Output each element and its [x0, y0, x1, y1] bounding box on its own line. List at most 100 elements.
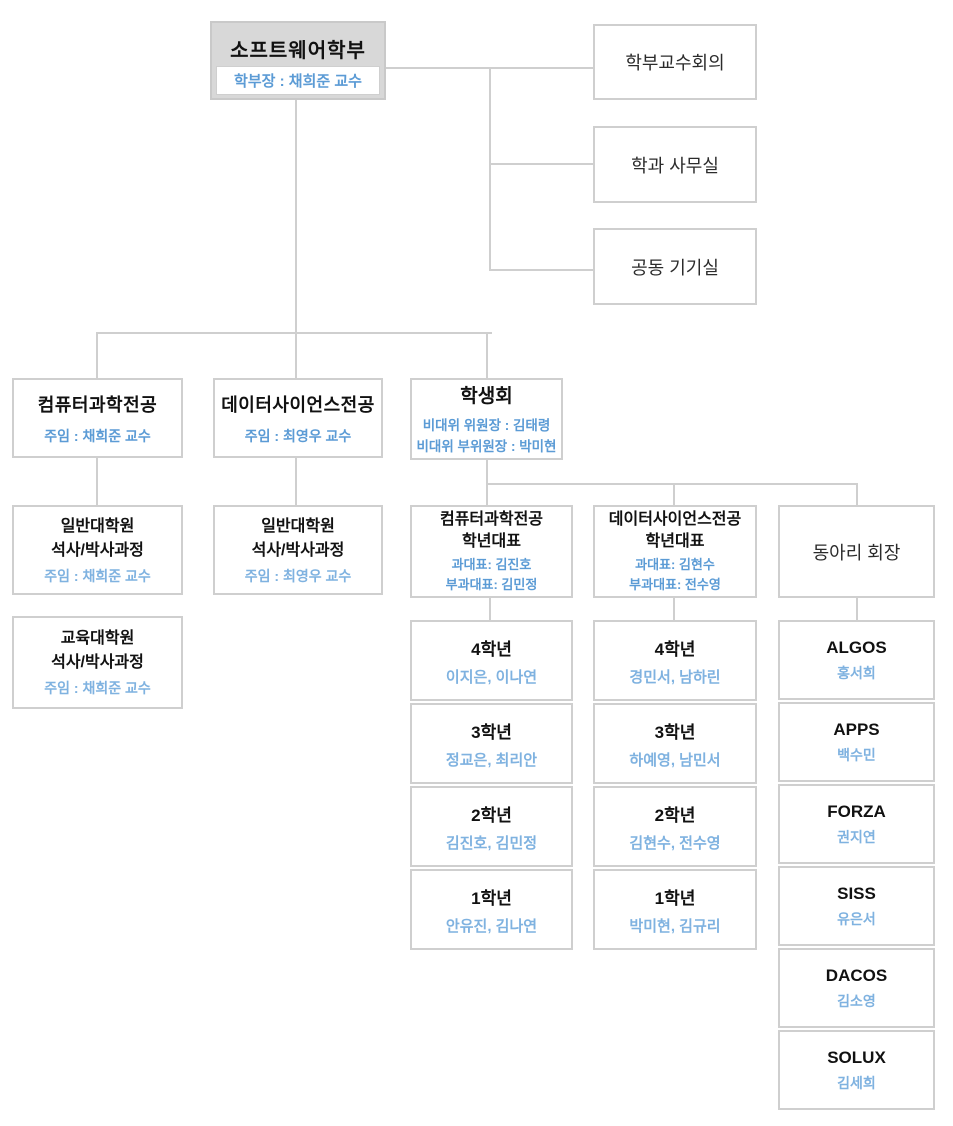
node-root-subtitle: 학부장 : 채희준 교수 — [234, 73, 362, 90]
node-club-forza-president: 권지연 — [837, 828, 876, 845]
node-rep-cs-line1: 컴퓨터과학전공 — [439, 510, 544, 528]
connector-major1-down — [96, 458, 98, 505]
node-club-algos: ALGOS 홍서희 — [778, 620, 935, 700]
node-student-council-title: 학생회 — [460, 386, 513, 408]
node-cs-grade-3-names: 정교은, 최리안 — [445, 751, 538, 769]
node-rep-computer-science: 컴퓨터과학전공 학년대표 과대표: 김진호 부과대표: 김민정 — [410, 505, 573, 598]
node-shared-equipment-room: 공동 기기실 — [593, 228, 757, 305]
node-club-solux-name: SOLUX — [827, 1047, 886, 1067]
node-cs-grade-2-names: 김진호, 김민정 — [445, 834, 538, 852]
node-cs-grade-1-title: 1학년 — [471, 888, 512, 908]
connector-root-down — [295, 100, 297, 334]
node-club-forza: FORZA 권지연 — [778, 784, 935, 864]
node-club-apps: APPS 백수민 — [778, 702, 935, 782]
node-student-council: 학생회 비대위 위원장 : 김태령 비대위 부위원장 : 박미현 — [410, 378, 563, 460]
node-club-solux: SOLUX 김세희 — [778, 1030, 935, 1110]
node-club-siss: SISS 유은서 — [778, 866, 935, 946]
node-root-subtitle-strip: 학부장 : 채희준 교수 — [216, 66, 380, 95]
connector-admin-stub-3 — [489, 269, 593, 271]
node-club-siss-president: 유은서 — [837, 910, 876, 927]
node-root: 소프트웨어학부 학부장 : 채희준 교수 — [210, 21, 386, 100]
node-cs-grade-2-title: 2학년 — [471, 805, 512, 825]
connector-rep1-down — [489, 598, 491, 620]
node-grad-general-ds: 일반대학원 석사/박사과정 주임 : 최영우 교수 — [213, 505, 383, 595]
node-rep-ds-sub2: 부과대표: 전수영 — [629, 576, 721, 592]
node-ds-grade-2: 2학년 김현수, 전수영 — [593, 786, 757, 867]
node-ds-grade-2-title: 2학년 — [654, 805, 696, 825]
node-cs-grade-1-names: 안유진, 김나연 — [445, 917, 538, 935]
node-shared-equipment-room-label: 공동 기기실 — [631, 257, 719, 278]
node-cs-grade-4: 4학년 이지은, 이나연 — [410, 620, 573, 701]
connector-main-horizontal — [96, 332, 492, 334]
node-major-data-science: 데이터사이언스전공 주임 : 최영우 교수 — [213, 378, 383, 458]
node-rep-cs-sub1: 과대표: 김진호 — [451, 557, 532, 573]
node-club-dacos: DACOS 김소영 — [778, 948, 935, 1028]
node-ds-grade-1-title: 1학년 — [654, 888, 696, 908]
node-grad-general-cs-line1: 일반대학원 — [60, 517, 135, 535]
node-ds-grade-4: 4학년 경민서, 남하린 — [593, 620, 757, 701]
node-grad-general-cs-line2: 석사/박사과정 — [51, 541, 144, 559]
connector-stub-major-1 — [96, 332, 98, 378]
node-cs-grade-3: 3학년 정교은, 최리안 — [410, 703, 573, 784]
node-rep-ds-sub1: 과대표: 김현수 — [635, 557, 715, 573]
node-ds-grade-4-title: 4학년 — [654, 639, 696, 659]
node-club-algos-name: ALGOS — [826, 637, 887, 657]
node-club-president-label: 동아리 회장 — [812, 542, 901, 563]
node-grad-general-ds-subtitle: 주임 : 최영우 교수 — [244, 567, 352, 584]
connector-stub-rep-2 — [673, 483, 675, 505]
node-student-council-sub2: 비대위 부위원장 : 박미현 — [416, 438, 557, 454]
node-club-solux-president: 김세희 — [837, 1074, 876, 1091]
node-cs-grade-3-title: 3학년 — [471, 722, 512, 742]
node-ds-grade-4-names: 경민서, 남하린 — [629, 668, 721, 686]
node-cs-grade-4-names: 이지은, 이나연 — [445, 668, 538, 686]
connector-major2-down — [295, 458, 297, 505]
node-club-dacos-president: 김소영 — [837, 992, 876, 1009]
node-club-dacos-name: DACOS — [825, 965, 888, 985]
node-rep-ds-line1: 데이터사이언스전공 — [608, 510, 742, 528]
node-ds-grade-2-names: 김현수, 전수영 — [629, 834, 721, 852]
node-ds-grade-3-title: 3학년 — [654, 722, 696, 742]
node-ds-grade-1: 1학년 박미현, 김규리 — [593, 869, 757, 950]
connector-council-horizontal — [486, 483, 858, 485]
node-major-ds-subtitle: 주임 : 최영우 교수 — [244, 427, 352, 444]
node-rep-ds-line2: 학년대표 — [645, 533, 705, 550]
node-grad-education-line1: 교육대학원 — [60, 630, 135, 647]
node-cs-grade-1: 1학년 안유진, 김나연 — [410, 869, 573, 950]
node-club-president: 동아리 회장 — [778, 505, 935, 598]
node-rep-data-science: 데이터사이언스전공 학년대표 과대표: 김현수 부과대표: 전수영 — [593, 505, 757, 598]
node-department-office: 학과 사무실 — [593, 126, 757, 203]
node-major-cs-subtitle: 주임 : 채희준 교수 — [44, 427, 151, 444]
connector-stub-major-2 — [295, 332, 297, 378]
connector-council-down — [486, 459, 488, 485]
node-major-ds-title: 데이터사이언스전공 — [221, 394, 375, 415]
node-student-council-sub1: 비대위 위원장 : 김태령 — [422, 418, 551, 434]
node-cs-grade-2: 2학년 김진호, 김민정 — [410, 786, 573, 867]
node-grad-education-subtitle: 주임 : 채희준 교수 — [44, 680, 151, 696]
node-club-apps-president: 백수민 — [837, 746, 876, 763]
node-grad-general-ds-line1: 일반대학원 — [261, 517, 335, 535]
node-rep-cs-line2: 학년대표 — [462, 533, 521, 550]
node-faculty-meeting-label: 학부교수회의 — [625, 53, 725, 73]
connector-admin-spine — [489, 67, 491, 271]
node-club-forza-name: FORZA — [827, 801, 886, 821]
node-grad-education: 교육대학원 석사/박사과정 주임 : 채희준 교수 — [12, 616, 183, 709]
connector-stub-club-head — [856, 483, 858, 505]
connector-clubhead-down — [856, 598, 858, 620]
connector-rep2-down — [673, 598, 675, 620]
connector-admin-stub-2 — [489, 163, 593, 165]
node-ds-grade-3-names: 하예영, 남민서 — [629, 751, 721, 769]
node-grad-general-cs-subtitle: 주임 : 채희준 교수 — [44, 567, 151, 584]
node-club-siss-name: SISS — [837, 883, 876, 903]
node-cs-grade-4-title: 4학년 — [471, 639, 512, 659]
node-ds-grade-3: 3학년 하예영, 남민서 — [593, 703, 757, 784]
node-faculty-meeting: 학부교수회의 — [593, 24, 757, 100]
node-club-apps-name: APPS — [833, 719, 880, 739]
node-rep-cs-sub2: 부과대표: 김민정 — [445, 576, 538, 592]
node-department-office-label: 학과 사무실 — [631, 155, 719, 176]
connector-stub-council — [486, 332, 488, 378]
node-major-computer-science: 컴퓨터과학전공 주임 : 채희준 교수 — [12, 378, 183, 458]
node-major-cs-title: 컴퓨터과학전공 — [37, 394, 158, 415]
connector-stub-rep-1 — [486, 483, 488, 505]
node-grad-education-line2: 석사/박사과정 — [51, 654, 144, 671]
